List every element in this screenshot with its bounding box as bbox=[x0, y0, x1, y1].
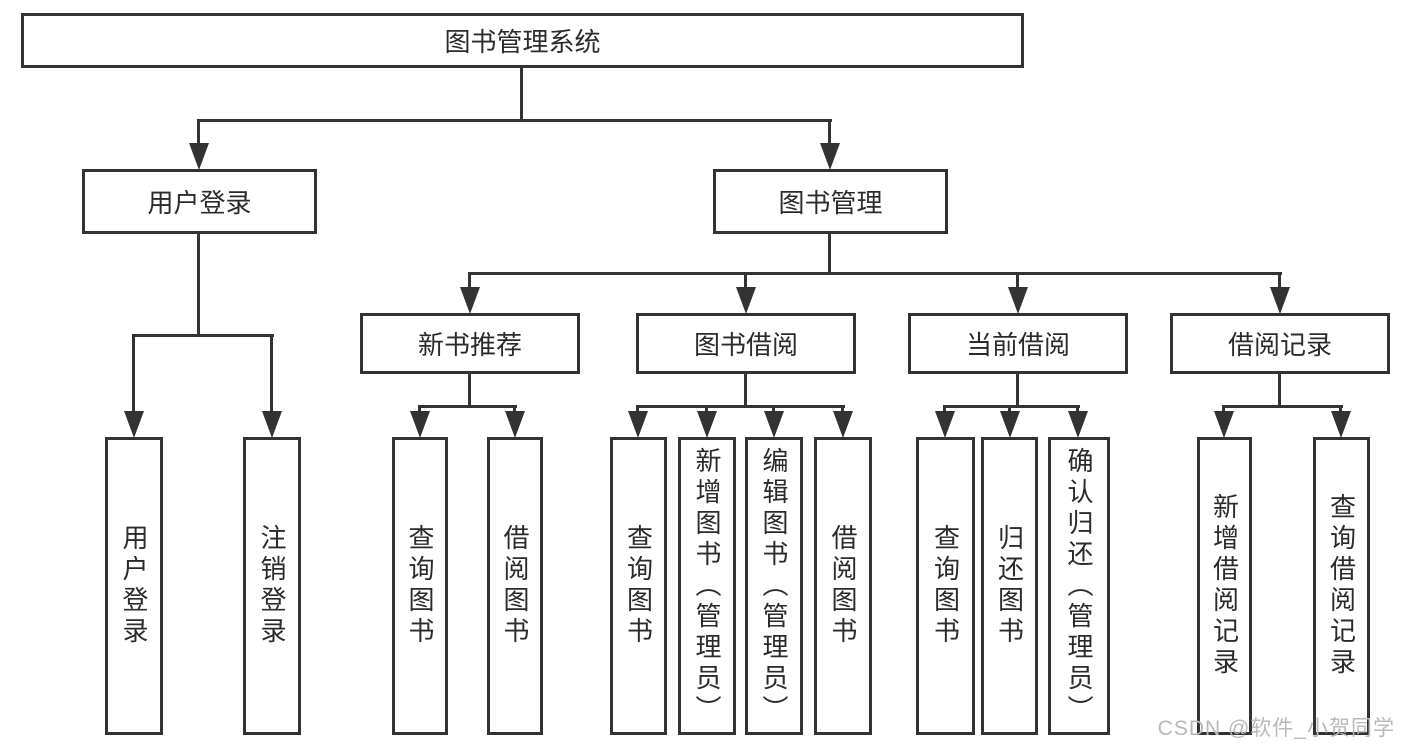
leaf-edit-book-admin-label: 编辑图书（管理员） bbox=[759, 446, 789, 726]
node-borrow-records-label: 借阅记录 bbox=[1227, 330, 1332, 360]
leaf-add-book-admin: 新增图书（管理员） bbox=[678, 437, 736, 735]
edge-user-login-stem bbox=[197, 234, 200, 337]
leaf-borrow-books-1-label: 借阅图书 bbox=[500, 524, 530, 648]
leaf-borrow-books-2-label: 借阅图书 bbox=[828, 524, 858, 648]
leaf-edit-book-admin: 编辑图书（管理员） bbox=[745, 437, 803, 735]
node-current-borrow-label: 当前借阅 bbox=[965, 330, 1070, 360]
arrowhead-to-leaf-confirm-return bbox=[1068, 411, 1088, 438]
arrowhead-to-leaf-edit-book bbox=[764, 411, 784, 438]
leaf-add-borrow-record-label: 新增借阅记录 bbox=[1209, 493, 1240, 679]
arrowhead-to-user-login bbox=[189, 143, 209, 170]
leaf-confirm-return-admin: 确认归还（管理员） bbox=[1048, 437, 1110, 735]
node-current-borrow: 当前借阅 bbox=[908, 313, 1128, 374]
node-new-book-recommend-label: 新书推荐 bbox=[417, 330, 522, 360]
node-user-login-label: 用户登录 bbox=[147, 188, 252, 218]
edge-borrow-records-drop bbox=[1278, 272, 1281, 290]
arrowhead-to-borrow-records bbox=[1270, 287, 1290, 314]
arrowhead-to-leaf-query-books-3 bbox=[935, 411, 955, 438]
leaf-return-book-label: 归还图书 bbox=[994, 524, 1025, 648]
node-book-borrow: 图书借阅 bbox=[636, 313, 856, 374]
arrowhead-to-new-book bbox=[460, 287, 480, 314]
edge-leaf4-drop bbox=[636, 405, 639, 414]
arrowhead-to-leaf-query-books-1 bbox=[410, 411, 430, 438]
arrowhead-to-leaf-return-book bbox=[1000, 411, 1020, 438]
edge-leaf6-drop bbox=[772, 405, 775, 414]
edge-leaf12-drop bbox=[1339, 405, 1342, 414]
leaf-logout: 注销登录 bbox=[243, 437, 301, 735]
leaf-query-books-3-label: 查询图书 bbox=[930, 524, 961, 648]
arrowhead-to-leaf-borrow-books-1 bbox=[505, 411, 525, 438]
edge-current-borrow-branch bbox=[943, 405, 1080, 408]
edge-new-book-stem bbox=[468, 374, 471, 408]
leaf-borrow-books-1: 借阅图书 bbox=[487, 437, 543, 735]
arrowhead-to-leaf-logout bbox=[262, 411, 282, 438]
leaf-confirm-return-admin-label: 确认归还（管理员） bbox=[1064, 446, 1094, 726]
arrowhead-to-book-borrow bbox=[736, 287, 756, 314]
edge-borrow-records-stem bbox=[1278, 374, 1281, 408]
edge-leaf-user-login-drop bbox=[132, 334, 135, 414]
edge-root-branch bbox=[197, 119, 832, 122]
leaf-query-books-2: 查询图书 bbox=[610, 437, 667, 735]
leaf-user-login: 用户登录 bbox=[105, 437, 163, 735]
edge-book-borrow-stem bbox=[744, 374, 747, 408]
csdn-watermark: CSDN @软件_小贺同学 bbox=[1157, 717, 1395, 740]
leaf-add-borrow-record: 新增借阅记录 bbox=[1197, 437, 1252, 735]
arrowhead-to-current-borrow bbox=[1008, 287, 1028, 314]
leaf-user-login-label: 用户登录 bbox=[119, 524, 149, 648]
arrowhead-to-leaf-query-record bbox=[1331, 411, 1351, 438]
node-book-mgmt-label: 图书管理 bbox=[778, 188, 883, 218]
node-borrow-records: 借阅记录 bbox=[1170, 313, 1390, 374]
leaf-query-books-2-label: 查询图书 bbox=[623, 524, 654, 648]
edge-new-book-drop bbox=[468, 272, 471, 290]
arrowhead-to-book-mgmt bbox=[820, 143, 840, 170]
leaf-query-books-1: 查询图书 bbox=[392, 437, 448, 735]
node-book-mgmt: 图书管理 bbox=[713, 169, 948, 234]
arrowhead-to-leaf-user-login bbox=[124, 411, 144, 438]
edge-book-mgmt-stem bbox=[828, 234, 831, 275]
edge-book-mgmt-branch bbox=[468, 272, 1282, 275]
edge-leaf-logout-drop bbox=[270, 334, 273, 414]
edge-book-mgmt-drop bbox=[828, 119, 831, 147]
leaf-borrow-books-2: 借阅图书 bbox=[814, 437, 872, 735]
edge-leaf11-drop bbox=[1222, 405, 1225, 414]
leaf-query-books-3: 查询图书 bbox=[916, 437, 975, 735]
leaf-logout-label: 注销登录 bbox=[257, 524, 287, 648]
edge-current-borrow-drop bbox=[1016, 272, 1019, 290]
node-book-borrow-label: 图书借阅 bbox=[693, 330, 798, 360]
arrowhead-to-leaf-borrow-books-2 bbox=[833, 411, 853, 438]
node-user-login: 用户登录 bbox=[82, 169, 317, 234]
node-root-label: 图书管理系统 bbox=[444, 27, 601, 57]
edge-borrow-records-branch bbox=[1222, 405, 1343, 408]
edge-current-borrow-stem bbox=[1016, 374, 1019, 408]
edge-user-login-drop bbox=[197, 119, 200, 147]
edge-user-login-branch bbox=[132, 334, 274, 337]
leaf-return-book: 归还图书 bbox=[981, 437, 1038, 735]
edge-leaf9-drop bbox=[1008, 405, 1011, 414]
arrowhead-to-leaf-query-books-2 bbox=[628, 411, 648, 438]
edge-leaf-query2-drop bbox=[418, 405, 421, 414]
edge-root-stem bbox=[520, 68, 523, 121]
edge-leaf10-drop bbox=[1076, 405, 1079, 414]
edge-leaf8-drop bbox=[943, 405, 946, 414]
edge-leaf5-drop bbox=[705, 405, 708, 414]
edge-new-book-branch bbox=[418, 405, 517, 408]
edge-leaf7-drop bbox=[841, 405, 844, 414]
edge-leaf-borrow3-drop bbox=[513, 405, 516, 414]
edge-book-borrow-branch bbox=[636, 405, 845, 408]
leaf-query-books-1-label: 查询图书 bbox=[405, 524, 435, 648]
edge-book-borrow-drop bbox=[744, 272, 747, 290]
node-root: 图书管理系统 bbox=[21, 13, 1024, 68]
leaf-query-borrow-record-label: 查询借阅记录 bbox=[1326, 493, 1357, 679]
node-new-book-recommend: 新书推荐 bbox=[360, 313, 580, 374]
leaf-query-borrow-record: 查询借阅记录 bbox=[1313, 437, 1370, 735]
arrowhead-to-leaf-add-book bbox=[697, 411, 717, 438]
arrowhead-to-leaf-add-record bbox=[1214, 411, 1234, 438]
leaf-add-book-admin-label: 新增图书（管理员） bbox=[692, 446, 722, 726]
